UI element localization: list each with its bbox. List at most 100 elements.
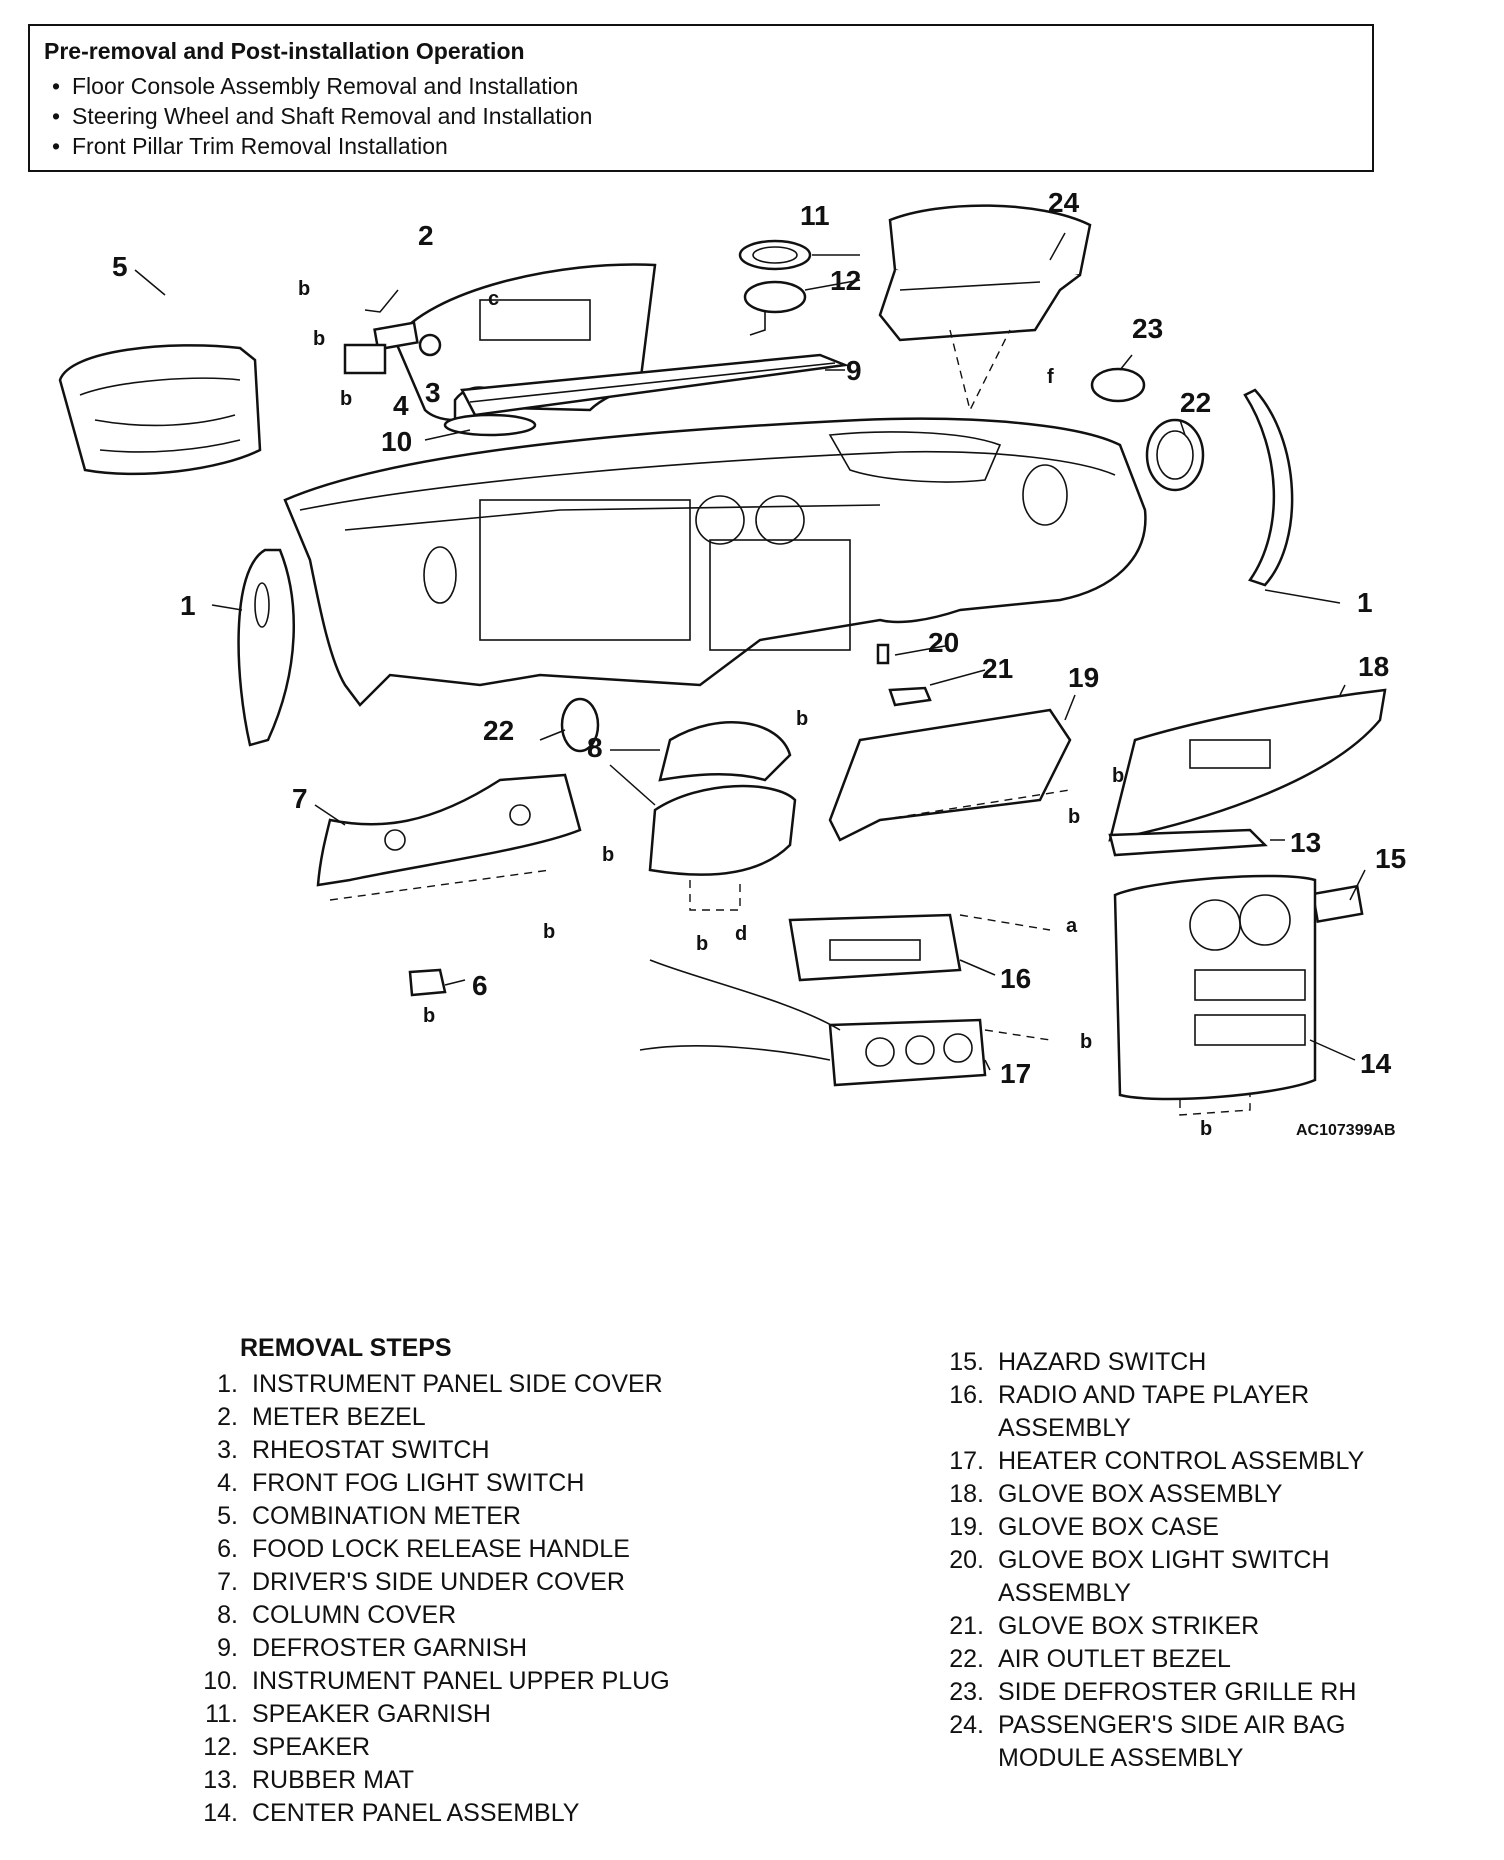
removal-step: 6.FOOD LOCK RELEASE HANDLE: [217, 1535, 630, 1563]
callout-24: 24: [1048, 187, 1080, 218]
pre-removal-item: Front Pillar Trim Removal Installation: [44, 131, 1358, 161]
fastener-b: b: [1200, 1118, 1212, 1140]
callout-22: 22: [1180, 387, 1211, 418]
rheostat-switch: [373, 321, 442, 357]
callout-3: 3: [425, 377, 441, 408]
removal-step: 17.HEATER CONTROL ASSEMBLY: [949, 1447, 1365, 1475]
removal-step: 12.SPEAKER: [203, 1733, 371, 1761]
fastener-d: d: [735, 923, 747, 945]
removal-step: 14.CENTER PANEL ASSEMBLY: [203, 1799, 580, 1827]
speaker: [743, 280, 807, 336]
callout-5: 5: [112, 251, 128, 282]
callout-21: 21: [982, 653, 1013, 684]
fastener-b: b: [340, 388, 352, 410]
callout-2: 2: [418, 220, 434, 251]
side-defroster-grille: [1090, 367, 1146, 403]
fastener-c: c: [488, 288, 499, 310]
rubber-mat: [1108, 828, 1268, 857]
removal-step: 16.RADIO AND TAPE PLAYER ASSEMBLY: [949, 1381, 1310, 1442]
combination-meter: [58, 344, 262, 476]
pre-removal-item: Floor Console Assembly Removal and Insta…: [44, 71, 1358, 101]
callout-20: 20: [928, 627, 959, 658]
instrument-panel-side-cover-right: [1243, 388, 1294, 587]
callout-15: 15: [1375, 843, 1406, 874]
callout-4: 4: [393, 390, 409, 421]
fastener-b: b: [1080, 1031, 1092, 1053]
air-outlet-bezel-right: [1145, 418, 1205, 492]
removal-step: 1.INSTRUMENT PANEL SIDE COVER: [217, 1370, 663, 1398]
removal-step: 10.INSTRUMENT PANEL UPPER PLUG: [203, 1667, 670, 1695]
callout-6: 6: [472, 970, 488, 1001]
passenger-air-bag-module: [878, 204, 1092, 413]
fastener-b: b: [298, 278, 310, 300]
removal-step: 22.AIR OUTLET BEZEL: [949, 1645, 1231, 1673]
removal-step: 21.GLOVE BOX STRIKER: [949, 1612, 1260, 1640]
removal-step: 7.DRIVER'S SIDE UNDER COVER: [217, 1568, 625, 1596]
removal-step: 8.COLUMN COVER: [217, 1601, 457, 1629]
callout-1: 1: [180, 590, 196, 621]
callout-16: 16: [1000, 963, 1031, 994]
instrument-panel-side-cover-left: [237, 548, 295, 747]
callout-8: 8: [587, 732, 603, 763]
removal-steps-right: 15.HAZARD SWITCH 16.RADIO AND TAPE PLAYE…: [938, 1346, 1364, 1775]
column-cover: [648, 721, 797, 911]
callout-14: 14: [1360, 1048, 1392, 1079]
fastener-b: b: [423, 1005, 435, 1027]
defroster-garnish: [460, 353, 850, 417]
removal-step: 15.HAZARD SWITCH: [949, 1348, 1207, 1376]
removal-steps-left: 1.INSTRUMENT PANEL SIDE COVER 2.METER BE…: [192, 1368, 670, 1830]
removal-step: 3.RHEOSTAT SWITCH: [217, 1436, 490, 1464]
removal-step: 2.METER BEZEL: [217, 1403, 426, 1431]
callout-13: 13: [1290, 827, 1321, 858]
fastener-b: b: [1068, 806, 1080, 828]
fog-light-switch: [343, 343, 387, 375]
removal-step: 5.COMBINATION METER: [217, 1502, 521, 1530]
pre-removal-list: Floor Console Assembly Removal and Insta…: [44, 71, 1358, 161]
removal-step: 23.SIDE DEFROSTER GRILLE RH: [949, 1678, 1357, 1706]
glove-box-assembly: [1108, 688, 1387, 842]
fastener-f: f: [1047, 366, 1054, 388]
fastener-b: b: [796, 708, 808, 730]
removal-step: 13.RUBBER MAT: [203, 1766, 415, 1794]
removal-step: 9.DEFROSTER GARNISH: [217, 1634, 528, 1662]
air-outlet-bezel-left: [560, 697, 600, 753]
glove-box-light-switch: [876, 643, 890, 665]
fastener-a: a: [1066, 915, 1078, 937]
pre-removal-box: Pre-removal and Post-installation Operat…: [28, 24, 1374, 172]
instrument-panel-main: [283, 417, 1147, 707]
callout-17: 17: [1000, 1058, 1031, 1089]
callout-23: 23: [1132, 313, 1163, 344]
speaker-garnish: [738, 239, 812, 271]
glove-box-case: [828, 708, 1072, 842]
figure-code: AC107399AB: [1296, 1122, 1396, 1139]
center-panel-assembly: [1113, 874, 1317, 1116]
fastener-b: b: [1112, 765, 1124, 787]
removal-step: 11.SPEAKER GARNISH: [205, 1700, 491, 1728]
drivers-side-under-cover: [316, 773, 582, 901]
glove-box-striker: [888, 686, 932, 707]
pre-removal-title: Pre-removal and Post-installation Operat…: [44, 38, 525, 64]
exploded-parts-diagram: 5 2 4 3 11 12 24 23 9 22 10 1 1 20 21 19…: [58, 187, 1406, 1140]
radio-tape-player: [788, 913, 1051, 982]
removal-step: 4.FRONT FOG LIGHT SWITCH: [217, 1469, 585, 1497]
callout-9: 9: [846, 355, 862, 386]
callout-22: 22: [483, 715, 514, 746]
callout-10: 10: [381, 426, 412, 457]
fastener-b: b: [543, 921, 555, 943]
fastener-b: b: [602, 844, 614, 866]
callout-18: 18: [1358, 651, 1389, 682]
callout-19: 19: [1068, 662, 1099, 693]
fastener-b: b: [313, 328, 325, 350]
fastener-b: b: [696, 933, 708, 955]
pre-removal-item: Steering Wheel and Shaft Removal and Ins…: [44, 101, 1358, 131]
hood-lock-release-handle: [408, 968, 447, 997]
removal-step: 19.GLOVE BOX CASE: [949, 1513, 1219, 1541]
callout-7: 7: [292, 783, 308, 814]
callout-11: 11: [800, 200, 830, 231]
removal-step: 18.GLOVE BOX ASSEMBLY: [949, 1480, 1283, 1508]
removal-step: 20.GLOVE BOX LIGHT SWITCH ASSEMBLY: [949, 1546, 1330, 1607]
callout-1: 1: [1357, 587, 1373, 618]
removal-steps-title: REMOVAL STEPS: [240, 1334, 452, 1362]
callout-12: 12: [830, 265, 861, 296]
removal-step: 24.PASSENGER'S SIDE AIR BAG MODULE ASSEM…: [949, 1711, 1346, 1772]
